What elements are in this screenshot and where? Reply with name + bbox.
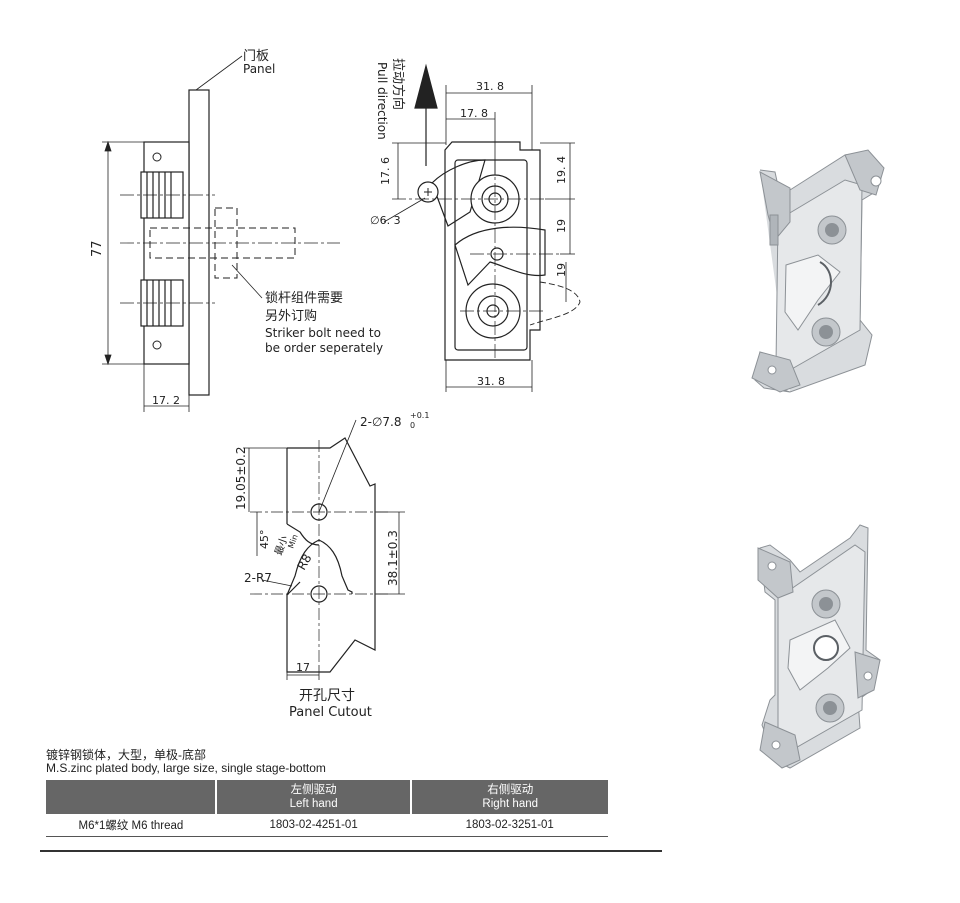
cutout-angle: 45° <box>258 530 271 550</box>
cutout-hole-tol-upper: +0.1 <box>410 411 429 420</box>
side-view <box>102 55 340 412</box>
table-header-empty <box>46 780 217 814</box>
panel-label-en: Panel <box>243 62 275 76</box>
header-left-hand-cn: 左侧驱动 <box>290 784 337 796</box>
table-header-row: 左侧驱动 Left hand 右侧驱动 Right hand <box>46 780 608 814</box>
dim-top-31-8: 31. 8 <box>476 80 504 93</box>
cutout-hole-tol-lower: 0 <box>410 421 415 430</box>
part-number-table: 左侧驱动 Left hand 右侧驱动 Right hand M6*1螺纹 M6… <box>46 780 608 837</box>
panel-label-cn: 门板 <box>243 49 269 64</box>
dim-hole-6-3: ∅6. 3 <box>370 214 401 227</box>
pull-direction-en: Pull direction <box>375 62 389 140</box>
table-row: M6*1螺纹 M6 thread 1803-02-4251-01 1803-02… <box>46 814 608 837</box>
dim-width-17-2: 17. 2 <box>152 394 180 407</box>
front-view <box>383 63 581 392</box>
header-right-hand-en: Right hand <box>482 798 539 810</box>
caption-en: M.S.zinc plated body, large size, single… <box>46 761 326 775</box>
row-right-hand-part: 1803-02-3251-01 <box>411 814 608 837</box>
dim-left-17-6: 17. 6 <box>379 157 392 185</box>
dim-bottom-31-8: 31. 8 <box>477 375 505 388</box>
dim-right-19-a: 19 <box>555 219 568 233</box>
header-right-hand-cn: 右侧驱动 <box>487 784 534 796</box>
cutout-dim-top: 19.05±0.2 <box>234 447 248 511</box>
caption-cn: 镀锌钢锁体，大型，单极-底部 <box>46 748 206 762</box>
table-header-left-hand: 左侧驱动 Left hand <box>215 780 413 814</box>
striker-note-cn-1: 锁杆组件需要 <box>265 290 343 306</box>
cutout-radius-r8: R8 <box>294 552 314 573</box>
dim-inner-17-8: 17. 8 <box>460 107 488 120</box>
panel-plate <box>188 89 210 396</box>
panel-cutout-drawing <box>243 419 405 680</box>
striker-note-cn-2: 另外订购 <box>265 308 317 324</box>
cutout-radius-r7: 2-R7 <box>244 571 272 585</box>
cutout-min-en: Min <box>286 533 299 549</box>
striker-note-en-1: Striker bolt need to <box>265 326 381 340</box>
bottom-divider <box>40 850 662 852</box>
cutout-dim-span: 38.1±0.3 <box>386 530 400 586</box>
product-image-left-hand <box>751 149 885 393</box>
product-image-right-hand <box>757 524 881 769</box>
pull-direction-cn: 拉动方向 <box>390 58 406 110</box>
cutout-title-cn: 开孔尺寸 <box>299 688 355 704</box>
dim-height-77: 77 <box>90 240 105 257</box>
striker-note-en-2: be order seperately <box>265 341 383 355</box>
header-left-hand-en: Left hand <box>289 798 338 810</box>
cutout-title-en: Panel Cutout <box>289 705 372 720</box>
dim-right-19-4: 19. 4 <box>555 156 568 184</box>
cutout-holes: 2-∅7.8 <box>360 415 402 429</box>
pull-direction-arrow <box>414 63 438 109</box>
cutout-dim-bottom: 17 <box>296 661 310 674</box>
row-thread-label: M6*1螺纹 M6 thread <box>46 814 216 837</box>
row-left-hand-part: 1803-02-4251-01 <box>215 814 412 837</box>
dim-right-19-b: 19 <box>555 263 568 277</box>
table-header-right-hand: 右侧驱动 Right hand <box>411 780 608 814</box>
